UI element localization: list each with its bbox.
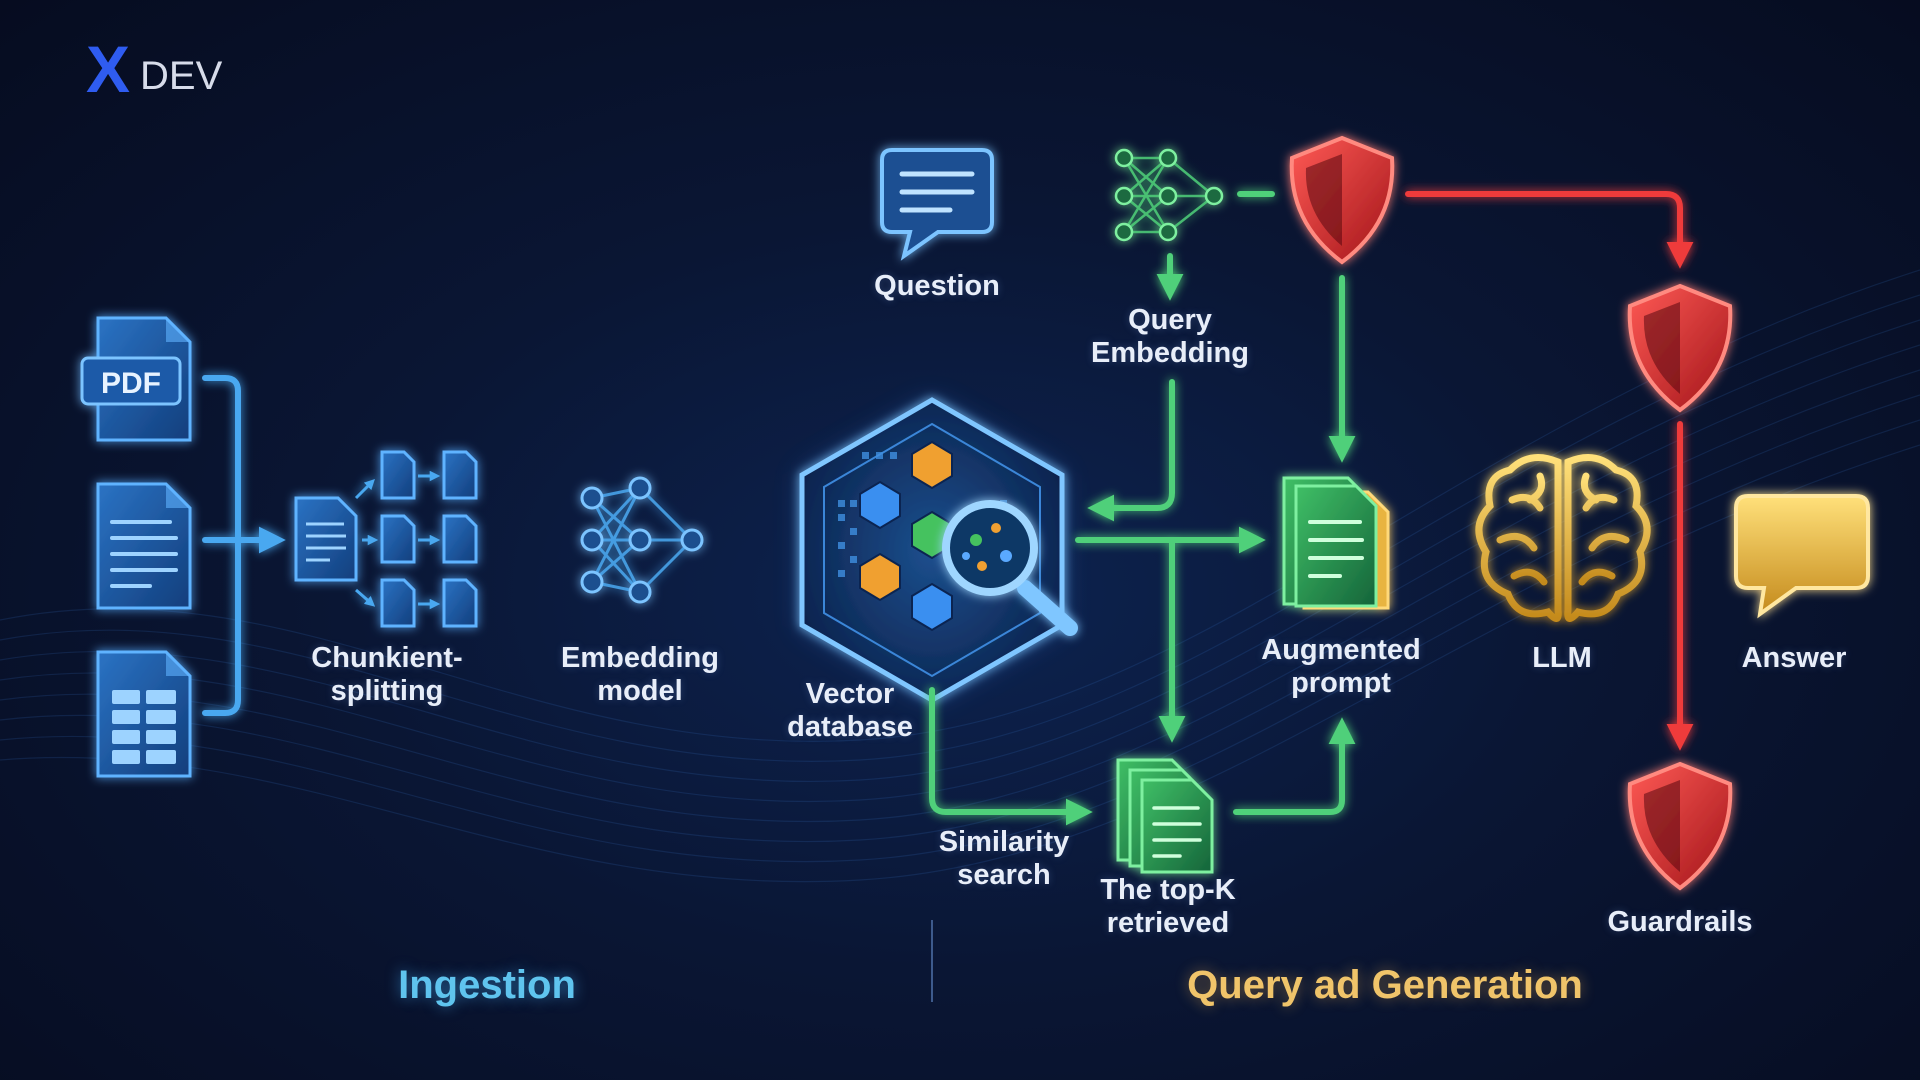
ingestion-merge-arrow (202, 375, 286, 716)
embedding-model-label: Embedding model (561, 642, 719, 707)
chunking-label: Chunkient- splitting (311, 642, 463, 707)
query-embedding-label: Query Embedding (1091, 304, 1249, 369)
answer-label: Answer (1741, 642, 1847, 674)
ingestion-section-title: Ingestion (398, 963, 576, 1007)
similarity-search-label: Similarity search (938, 826, 1070, 891)
guardrails-label: Guardrails (1607, 906, 1753, 938)
pdf-badge-label: PDF (101, 367, 161, 400)
shield-icon (1627, 761, 1733, 891)
spreadsheet-document-icon (96, 650, 192, 778)
top-k-retrieved-label: The top-K retrieved (1100, 874, 1236, 939)
brand-logo: X DEV (86, 36, 222, 102)
text-document-icon (96, 482, 192, 610)
chunking-icon (294, 450, 478, 628)
guardrail-arrows (1405, 191, 1694, 751)
augmented-prompt-label: Augmented prompt (1261, 634, 1421, 699)
answer-bubble-icon (1734, 494, 1870, 619)
chat-bubble-icon (880, 148, 994, 261)
document-stack-icon (1282, 476, 1390, 610)
brand-mark: X (86, 32, 131, 106)
magnifier-icon (942, 500, 1078, 636)
neural-network-icon (580, 476, 704, 604)
query-network-icon (1114, 148, 1224, 242)
background-waves (0, 269, 1920, 883)
shield-icon (1289, 135, 1395, 265)
brain-icon (1475, 454, 1651, 622)
query-flow-arrows (929, 191, 1356, 826)
query-generation-section-title: Query ad Generation (1187, 963, 1583, 1007)
question-label: Question (874, 270, 1000, 302)
pdf-document-icon: PDF (80, 316, 192, 442)
document-stack-icon (1116, 758, 1214, 874)
brand-text: DEV (140, 53, 223, 98)
shield-icon (1627, 283, 1733, 413)
vector-database-label: Vector database (787, 678, 913, 743)
llm-label: LLM (1532, 642, 1592, 674)
